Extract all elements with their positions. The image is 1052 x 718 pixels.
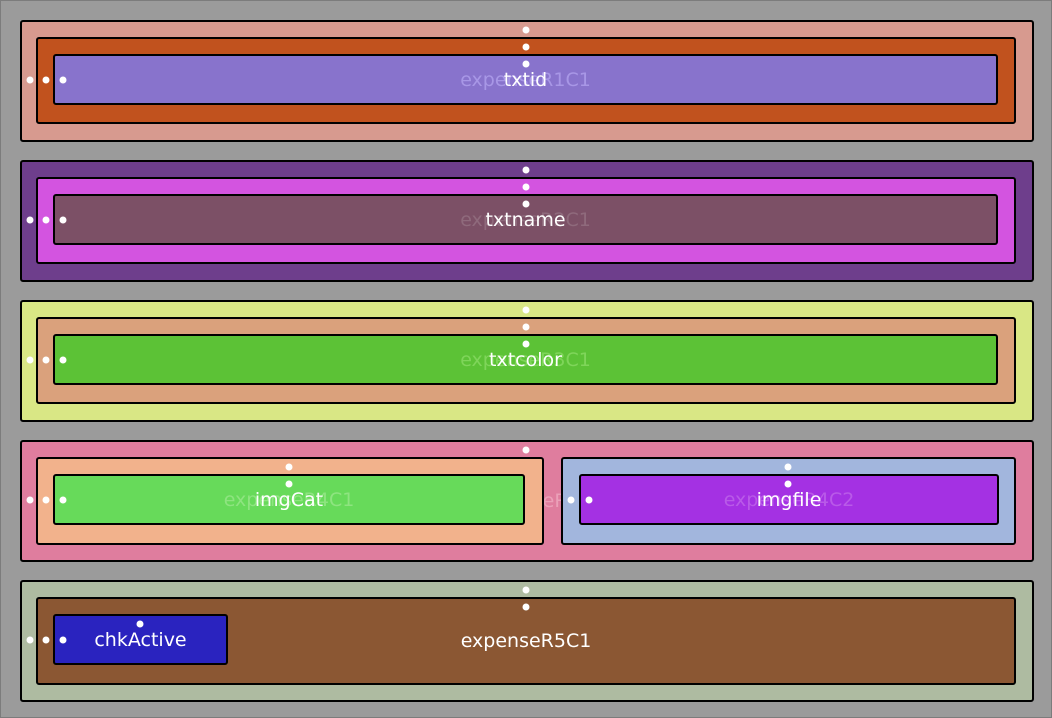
cell-label-behind: expenseR3C1 bbox=[460, 348, 591, 371]
handle-dot[interactable] bbox=[522, 200, 530, 208]
cell-label-behind: expenseR2C1 bbox=[460, 208, 591, 231]
handle-dot[interactable] bbox=[42, 76, 50, 84]
handle-dot[interactable] bbox=[522, 446, 530, 454]
handle-dot[interactable] bbox=[522, 340, 530, 348]
handle-dot[interactable] bbox=[285, 463, 293, 471]
control-label: txtname bbox=[485, 208, 566, 231]
handle-dot[interactable] bbox=[522, 306, 530, 314]
handle-dot[interactable] bbox=[42, 356, 50, 364]
handle-dot[interactable] bbox=[285, 480, 293, 488]
handle-dot[interactable] bbox=[136, 620, 144, 628]
handle-dot[interactable] bbox=[522, 603, 530, 611]
cell-label-behind: expenseR1C1 bbox=[460, 68, 591, 91]
cell-label-behind: expenseR4C2 bbox=[723, 488, 855, 511]
handle-dot[interactable] bbox=[59, 496, 67, 504]
handle-dot[interactable] bbox=[26, 76, 34, 84]
handle-dot[interactable] bbox=[42, 496, 50, 504]
handle-dot[interactable] bbox=[26, 496, 34, 504]
control-label: imgCat bbox=[254, 488, 324, 511]
handle-dot[interactable] bbox=[59, 216, 67, 224]
handle-dot[interactable] bbox=[59, 76, 67, 84]
handle-dot[interactable] bbox=[522, 183, 530, 191]
handle-dot[interactable] bbox=[59, 636, 67, 644]
handle-dot[interactable] bbox=[522, 586, 530, 594]
handle-dot[interactable] bbox=[26, 636, 34, 644]
control-label: imgfile bbox=[756, 488, 822, 511]
handle-dot[interactable] bbox=[26, 216, 34, 224]
handle-dot[interactable] bbox=[784, 463, 792, 471]
handle-dot[interactable] bbox=[784, 480, 792, 488]
handle-dot[interactable] bbox=[522, 323, 530, 331]
handle-dot[interactable] bbox=[567, 496, 575, 504]
handle-dot[interactable] bbox=[522, 43, 530, 51]
handle-dot[interactable] bbox=[522, 166, 530, 174]
control-label: txtid bbox=[503, 68, 548, 91]
handle-dot[interactable] bbox=[522, 60, 530, 68]
control-label: chkActive bbox=[94, 628, 187, 651]
control-label: txtcolor bbox=[489, 348, 562, 371]
handle-dot[interactable] bbox=[42, 216, 50, 224]
handle-dot[interactable] bbox=[42, 636, 50, 644]
handle-dot[interactable] bbox=[26, 356, 34, 364]
handle-dot[interactable] bbox=[585, 496, 593, 504]
handle-dot[interactable] bbox=[59, 356, 67, 364]
handle-dot[interactable] bbox=[522, 26, 530, 34]
cell-label-behind: expenseR4C1 bbox=[223, 488, 355, 511]
